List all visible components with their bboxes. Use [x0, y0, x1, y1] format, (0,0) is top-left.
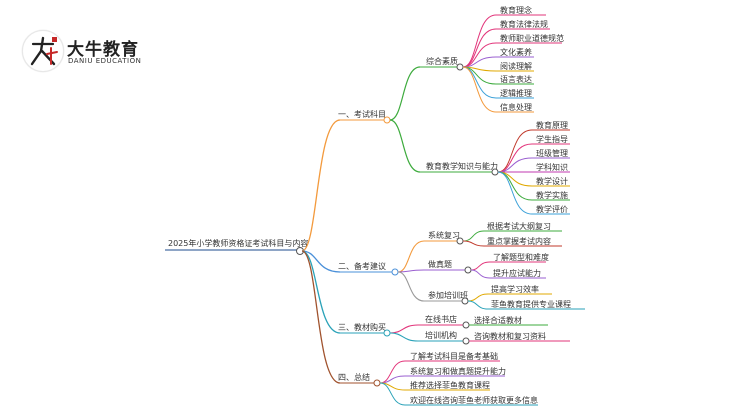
leaf-professional-courses: 菲鱼教育提供专业课程 [491, 299, 571, 309]
leaf-consult-materials: 咨询教材和复习资料 [474, 331, 546, 341]
topic-online-bookstore: 在线书店 [425, 314, 457, 324]
logo-subtitle: DANIU EDUCATION [68, 57, 142, 65]
leaf-cultural-literacy: 文化素养 [500, 47, 532, 57]
leaf-class-management: 班级管理 [536, 148, 568, 158]
topic-systematic-review-node[interactable] [456, 237, 464, 245]
branch-prep-advice-node[interactable] [391, 268, 399, 276]
leaf-education-philosophy: 教育理念 [500, 5, 532, 15]
leaf-instructional-evaluation: 教学评价 [536, 204, 568, 214]
leaf-summary-contact: 欢迎在线咨询菲鱼老师获取更多信息 [410, 395, 538, 405]
leaf-logical-reasoning: 逻辑推理 [500, 88, 532, 98]
branch-materials-node[interactable] [383, 329, 391, 337]
branch-summary-node[interactable] [373, 379, 381, 387]
topic-training-class: 参加培训班 [428, 290, 468, 300]
leaf-instructional-implementation: 教学实施 [536, 190, 568, 200]
leaf-reading-comprehension: 阅读理解 [500, 61, 532, 71]
leaf-student-guidance: 学生指导 [536, 134, 568, 144]
topic-training-institution-node[interactable] [462, 337, 470, 345]
leaf-summary-review-practice: 系统复习和做真题提升能力 [410, 366, 506, 376]
topic-teaching-knowledge: 教育教学知识与能力 [426, 161, 498, 171]
topic-comprehensive-quality: 综合素质 [426, 56, 458, 66]
topic-systematic-review: 系统复习 [428, 230, 460, 240]
logo-title: 大牛教育 [67, 40, 139, 60]
branch-summary-label: 四、总结 [338, 372, 370, 382]
topic-online-bookstore-node[interactable] [462, 321, 470, 329]
leaf-summary-recommend-course: 推荐选择菲鱼教育课程 [410, 380, 490, 390]
leaf-language-expression: 语言表达 [500, 74, 532, 84]
leaf-master-key-content: 重点掌握考试内容 [487, 236, 551, 246]
branch-exam-subjects-node[interactable] [383, 116, 391, 124]
leaf-instructional-design: 教学设计 [536, 176, 568, 186]
leaf-learning-efficiency: 提高学习效率 [491, 284, 539, 294]
branch-prep-advice-label: 二、备考建议 [338, 261, 386, 271]
topic-comprehensive-quality-node[interactable] [456, 63, 464, 71]
leaf-choose-materials: 选择合适教材 [474, 315, 522, 325]
logo-mark-icon [22, 30, 64, 72]
leaf-question-types: 了解题型和难度 [493, 252, 549, 262]
leaf-teacher-ethics: 教师职业道德规范 [500, 33, 564, 43]
leaf-subject-knowledge: 学科知识 [536, 162, 568, 172]
branch-materials-label: 三、教材购买 [338, 322, 386, 332]
branch-exam-subjects-label: 一、考试科目 [338, 109, 386, 119]
topic-training-class-node[interactable] [461, 297, 469, 305]
leaf-information-processing: 信息处理 [500, 102, 532, 112]
leaf-review-by-syllabus: 根据考试大纲复习 [487, 221, 551, 231]
brand-logo: 大牛教育 DANIU EDUCATION [22, 30, 162, 72]
topic-training-institution: 培训机构 [425, 330, 457, 340]
leaf-education-law: 教育法律法规 [500, 19, 548, 29]
leaf-exam-skills: 提升应试能力 [493, 268, 541, 278]
leaf-education-principles: 教育原理 [536, 120, 568, 130]
leaf-summary-basics: 了解考试科目是备考基础 [410, 351, 498, 361]
root-label: 2025年小学教师资格证考试科目与内容 [168, 238, 308, 248]
topic-practice-past-papers: 做真题 [428, 259, 452, 269]
topic-practice-past-papers-node[interactable] [464, 266, 472, 274]
topic-teaching-knowledge-node[interactable] [491, 168, 499, 176]
